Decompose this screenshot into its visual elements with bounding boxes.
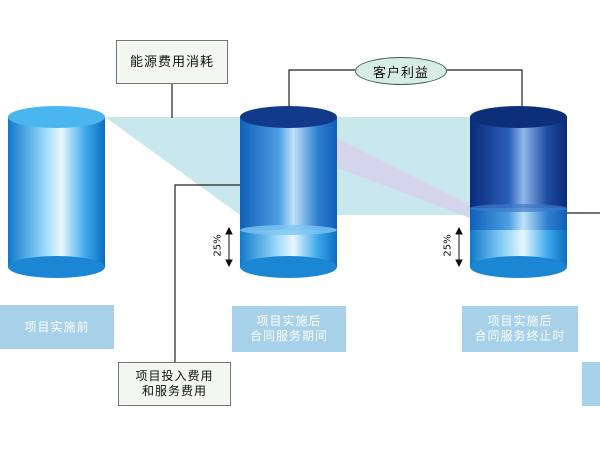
caption-during-line1: 项目实施后 [256,314,322,328]
cylinder-before [8,106,105,278]
cylinder-during [240,106,337,278]
energy-cost-label: 能源费用消耗 [129,54,214,70]
investment-label-line2: 和服务费用 [141,384,207,398]
caption-before: 项目实施前 [0,305,114,349]
caption-partial-right [582,362,600,406]
connector-lines [171,69,600,362]
investment-label-line1: 项目投入费用 [135,369,214,383]
cylinder-after [470,106,567,278]
caption-after-line1: 项目实施后 [487,314,553,328]
caption-during-line2: 合同服务期间 [249,329,328,343]
percent-label-after: 25% [442,234,454,257]
energy-cost-box: 能源费用消耗 [116,40,228,84]
percent-label-during: 25% [212,234,224,257]
caption-after-line2: 合同服务终止时 [474,329,566,343]
arrow-25-during [225,226,233,268]
energy-band-lavender [335,137,470,218]
caption-during: 项目实施后 合同服务期间 [232,306,346,352]
arrow-25-after [455,226,463,268]
caption-after: 项目实施后 合同服务终止时 [462,306,578,352]
customer-benefit-pill: 客户利益 [355,57,447,85]
investment-box: 项目投入费用 和服务费用 [118,362,231,406]
customer-benefit-label: 客户利益 [372,65,429,81]
caption-before-line1: 项目实施前 [24,319,90,334]
